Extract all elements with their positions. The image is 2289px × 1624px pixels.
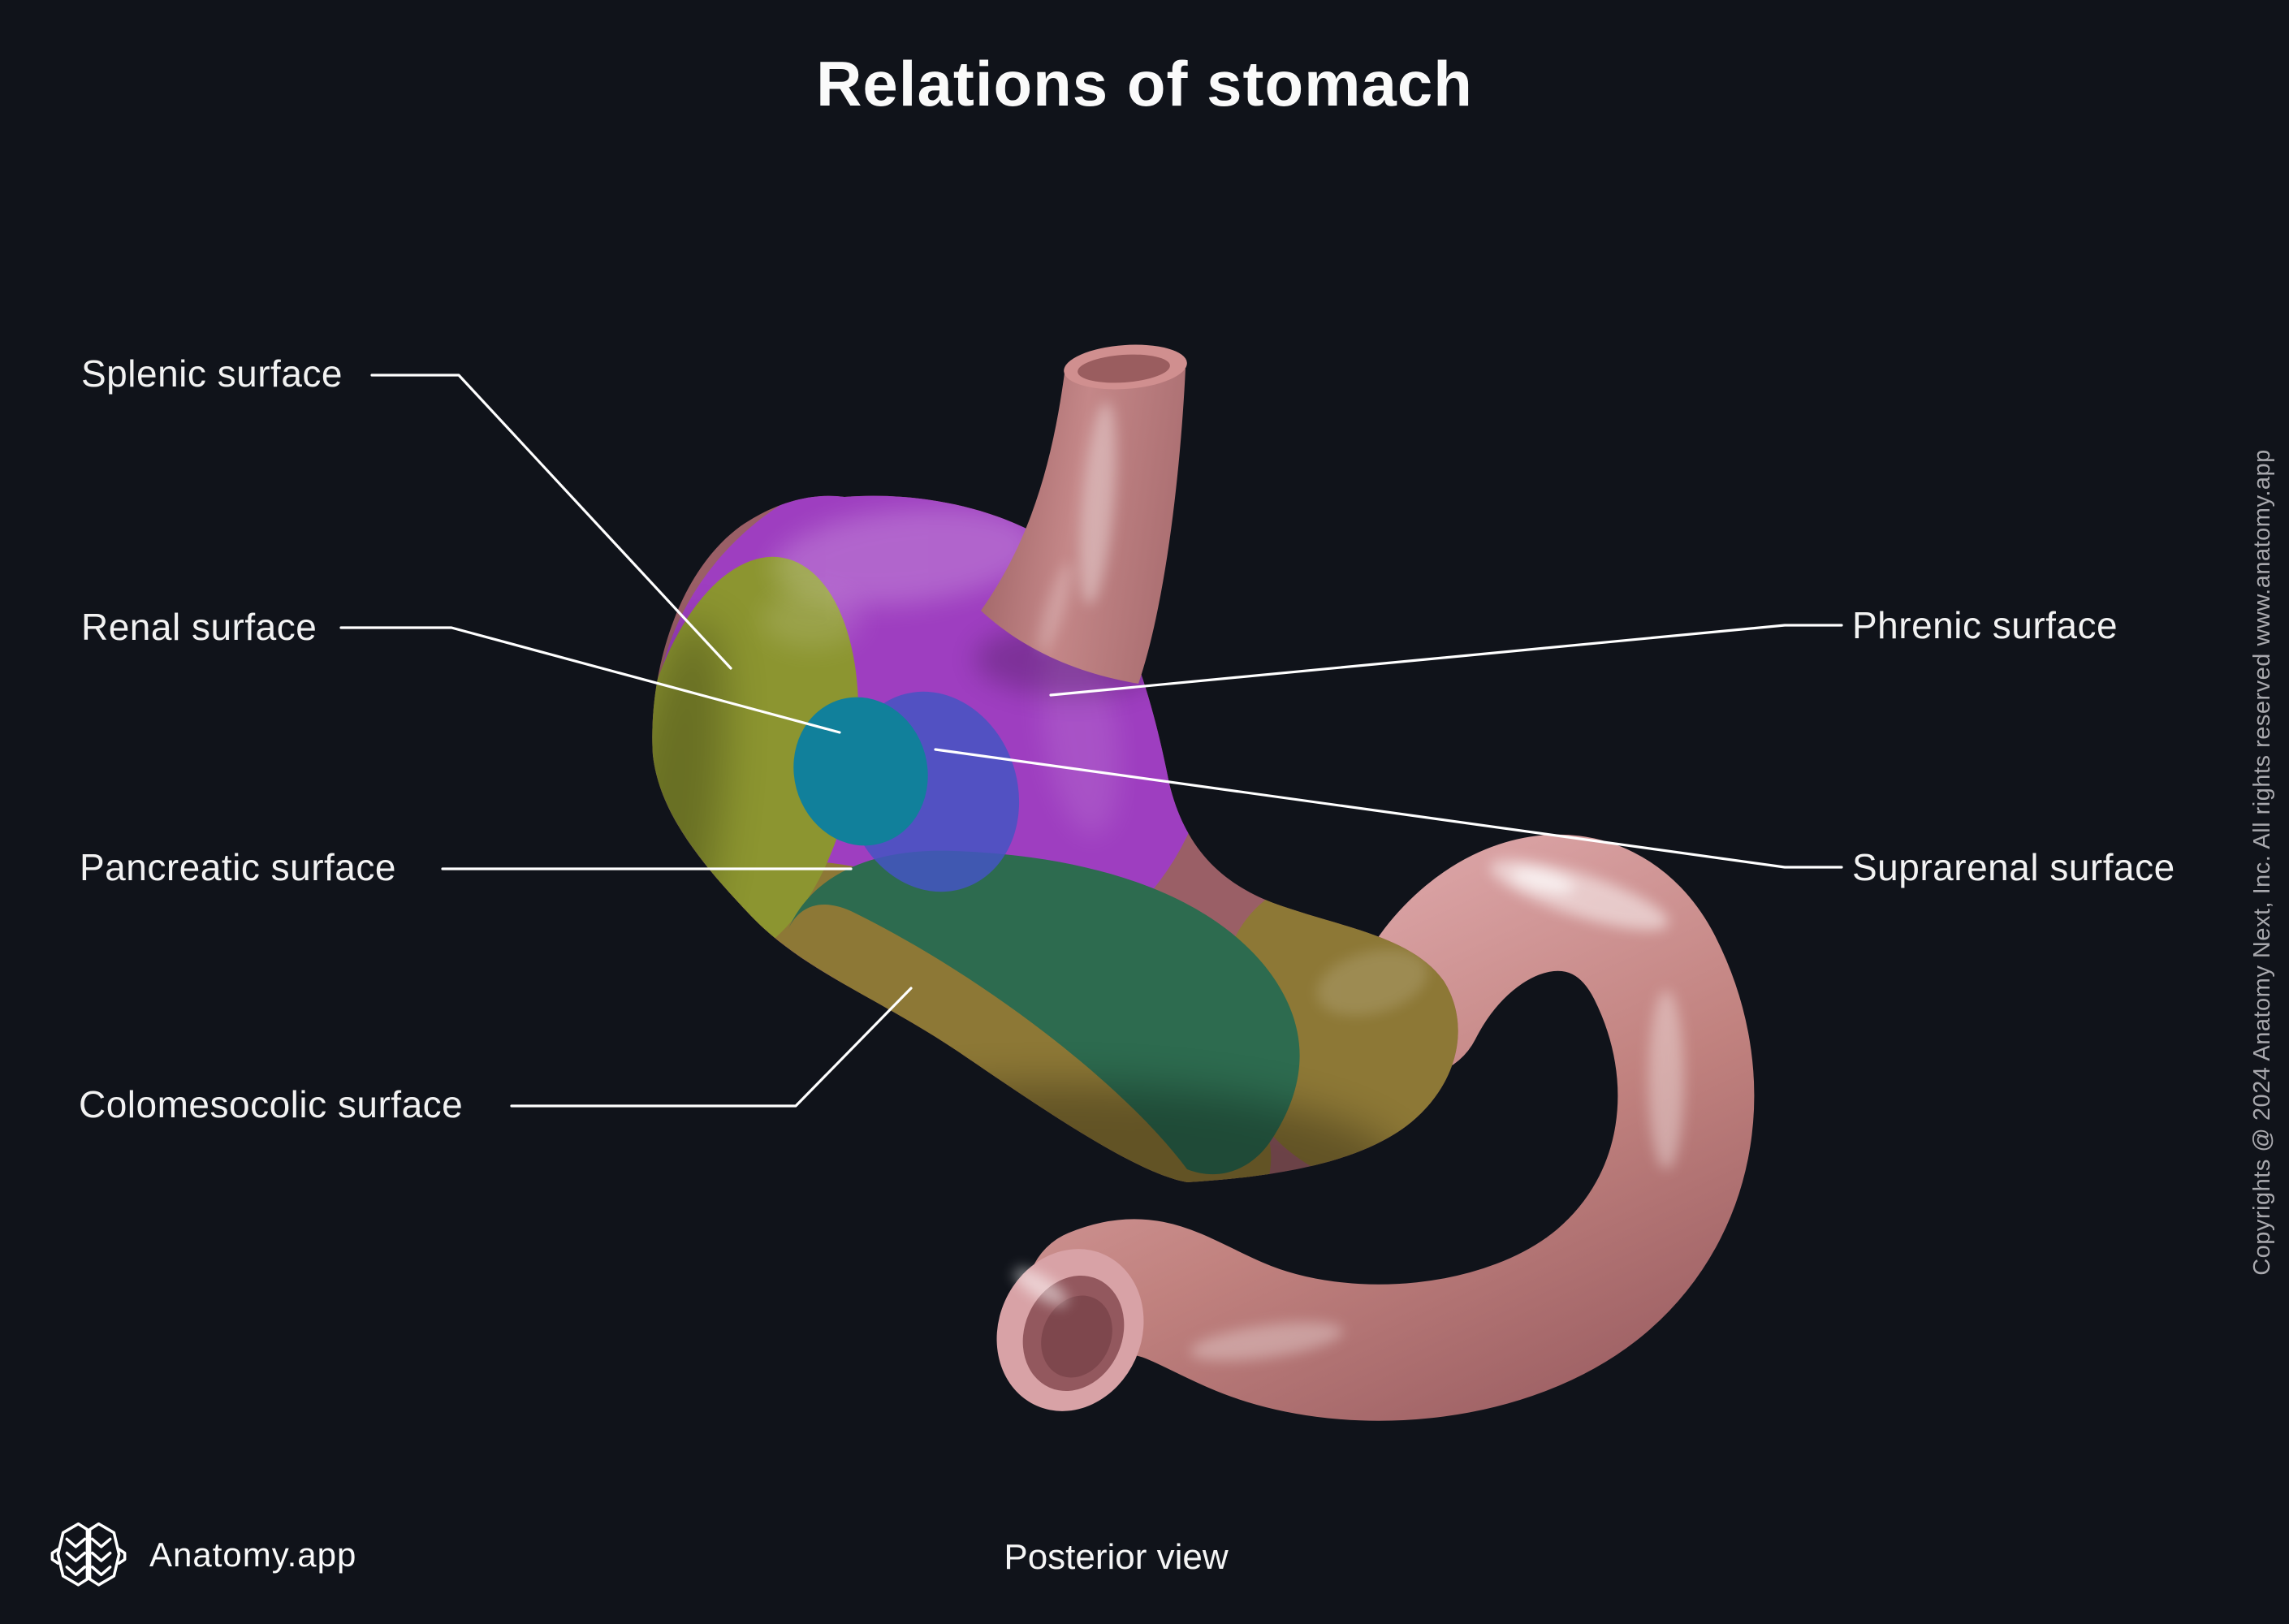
pyloric-sheen	[1316, 949, 1428, 1016]
copyright-text: Copyrights @ 2024 Anatomy Next, Inc. All…	[2249, 449, 2275, 1276]
brand-footer: Anatomy.app	[50, 1517, 356, 1593]
leader-phrenic	[1049, 624, 1843, 697]
esophagus-highlight-2	[1038, 562, 1073, 653]
greater-curvature-shadow	[706, 1084, 1405, 1182]
leader-colomesocolic	[510, 987, 913, 1108]
fundus-gloss-2	[762, 590, 862, 648]
label-splenic-surface: Splenic surface	[81, 352, 343, 395]
label-suprarenal-surface: Suprarenal surface	[1852, 846, 2175, 888]
brand-name: Anatomy.app	[149, 1535, 357, 1574]
label-colomesocolic-surface: Colomesocolic surface	[79, 1083, 464, 1125]
fundus-gloss	[771, 507, 1039, 606]
page-title: Relations of stomach	[816, 48, 1473, 119]
duodenum-highlight-spec	[1511, 869, 1574, 893]
esophagus	[981, 344, 1187, 684]
label-renal-surface: Renal surface	[81, 606, 317, 648]
duodenum-highlight-right	[1648, 991, 1684, 1169]
label-pancreatic-surface: Pancreatic surface	[80, 846, 396, 888]
leader-splenic	[370, 374, 732, 670]
label-phrenic-surface: Phrenic surface	[1852, 604, 2118, 646]
leader-lines	[339, 374, 1843, 1108]
esophagus-lumen	[1078, 354, 1170, 383]
leader-suprarenal	[934, 748, 1843, 869]
region-renal	[793, 697, 928, 846]
duodenum	[996, 834, 1755, 1421]
esophagus-highlight	[1079, 402, 1116, 605]
leader-renal	[339, 626, 841, 734]
duodenum-cut-highlight	[1014, 1268, 1068, 1306]
brain-logo-icon	[50, 1522, 127, 1587]
duodenum-cut-lumen	[1041, 1295, 1112, 1378]
view-label: Posterior view	[1004, 1537, 1229, 1577]
duodenum-highlight-bottom	[1190, 1322, 1344, 1361]
